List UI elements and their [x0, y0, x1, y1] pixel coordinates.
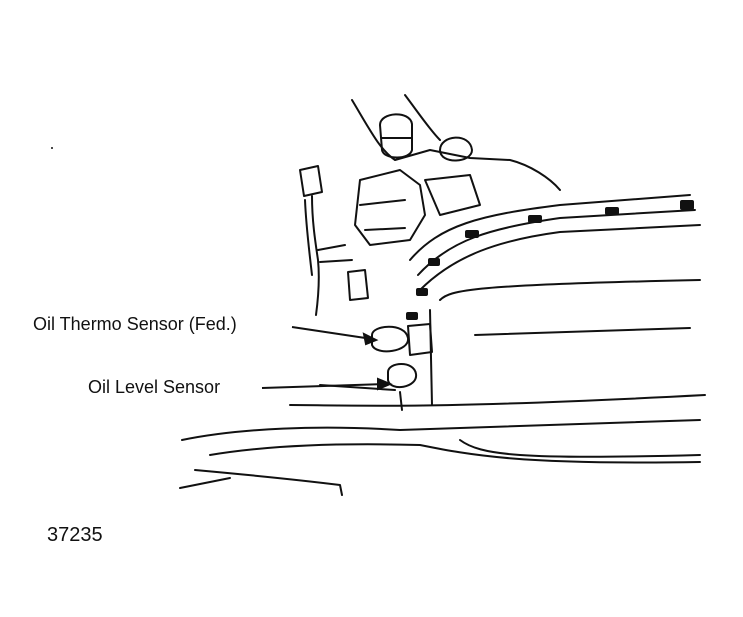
engine-block-outline [351, 99, 561, 191]
oil-thermo-sensor-label: Oil Thermo Sensor (Fed.) [33, 314, 237, 334]
oil-pan-rail [409, 194, 691, 261]
breather-knob [439, 136, 473, 162]
oil-cap [379, 113, 413, 159]
thermo-leader-line [291, 326, 373, 340]
harness-connector [299, 165, 323, 197]
oil-level-sensor-label: Oil Level Sensor [88, 377, 221, 397]
oil-level-sensor [387, 363, 417, 389]
level-leader-line [261, 383, 387, 389]
oil-thermo-sensor [371, 325, 409, 353]
figure-number: 37235 [47, 524, 103, 546]
